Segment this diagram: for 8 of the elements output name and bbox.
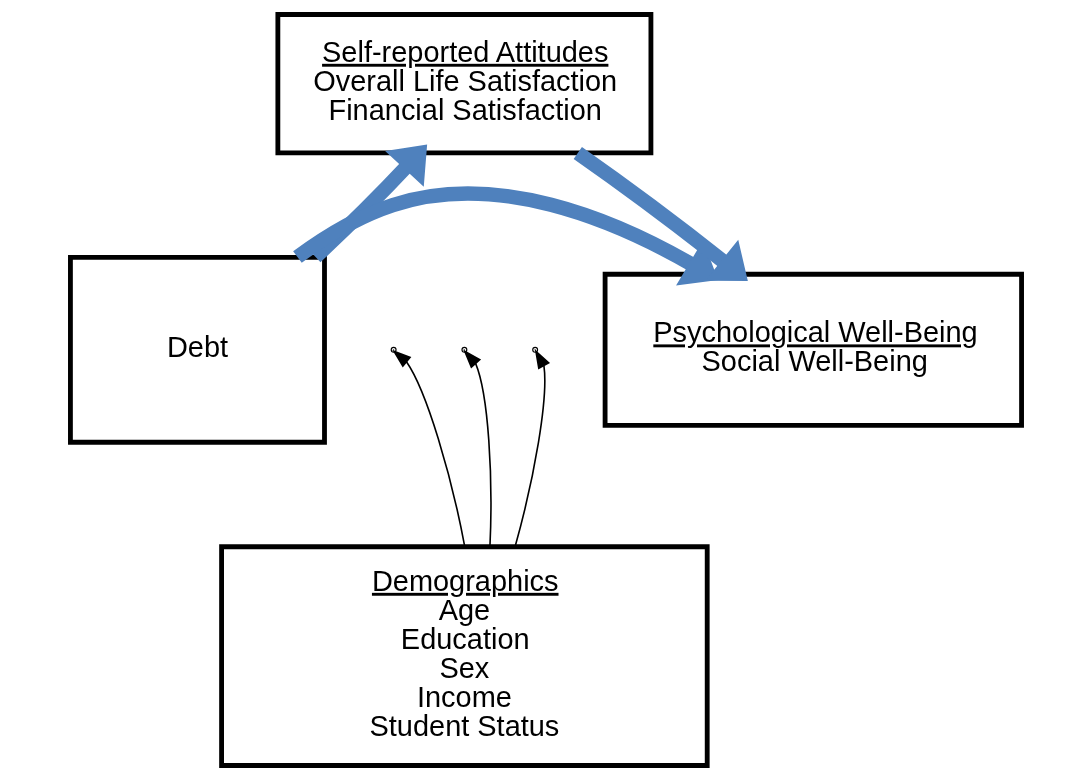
node-box: Demographics Age Education Sex Income Student Status: [219, 544, 710, 768]
node-box: Self-reported Attitudes Overall Life Satisfaction Financial Satisfaction: [275, 12, 654, 156]
arrow: [463, 349, 492, 548]
arrow: [392, 349, 466, 548]
node-box: Debt: [68, 254, 327, 445]
node-box: Psychological Well-Being Social Well-Being: [602, 271, 1024, 428]
arrow: [514, 349, 551, 548]
arrow: [310, 144, 428, 263]
